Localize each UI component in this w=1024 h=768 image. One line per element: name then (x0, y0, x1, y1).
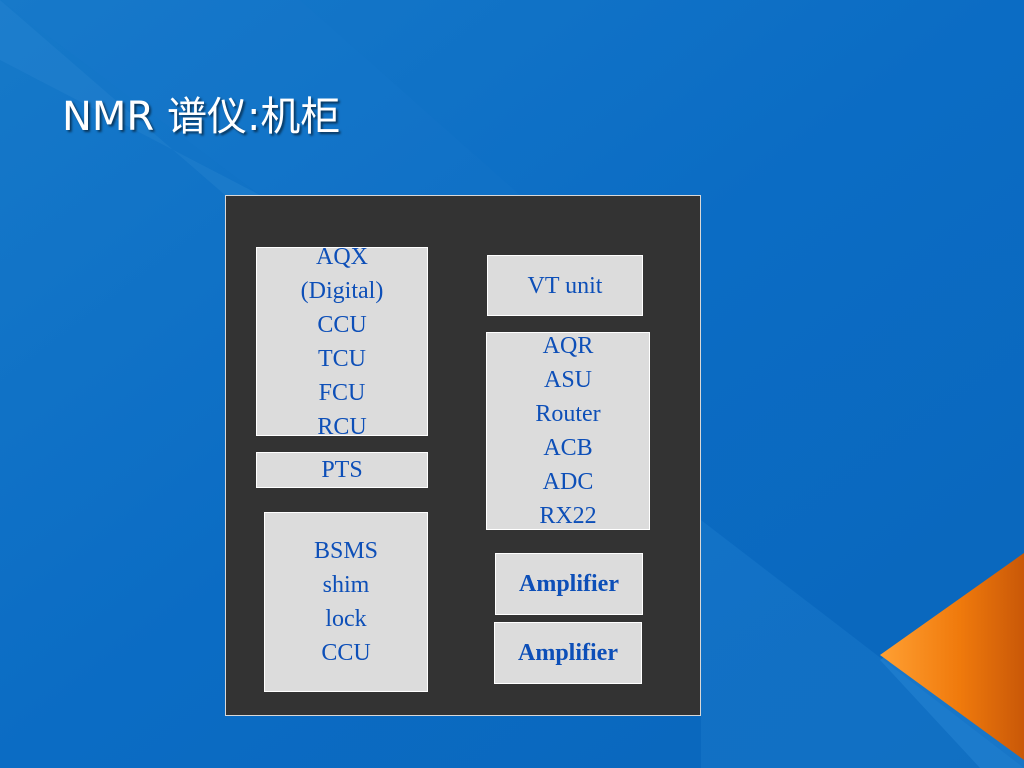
module-line: Amplifier (518, 640, 618, 666)
vt-unit-module: VT unit (487, 255, 643, 316)
module-line: RX22 (539, 503, 597, 529)
module-line: BSMS (313, 538, 379, 564)
module-line: AQR (542, 333, 594, 359)
cabinet-diagram: AQX (Digital) CCU TCU FCU RCU PTS BSMS s… (225, 195, 701, 716)
pts-module: PTS (256, 452, 428, 488)
module-line: TCU (318, 345, 366, 372)
bsms-module: BSMS shim lock CCU (264, 512, 428, 692)
slide-title: NMR 谱仪:机柜 (62, 94, 341, 140)
module-line: RCU (317, 413, 367, 440)
module-line: ACB (543, 435, 593, 461)
module-line: CCU (317, 311, 367, 338)
module-line: shim (322, 572, 370, 598)
module-line: PTS (321, 457, 363, 483)
amplifier-module-1: Amplifier (495, 553, 643, 615)
aqr-module: AQR ASU Router ACB ADC RX22 (486, 332, 650, 530)
module-line: Router (535, 401, 601, 427)
module-line: Amplifier (519, 571, 619, 597)
orange-accent-shape (880, 553, 1024, 760)
module-line: lock (325, 606, 367, 632)
module-line: FCU (318, 379, 366, 406)
module-line: (Digital) (300, 277, 384, 304)
module-line: VT unit (527, 272, 603, 299)
amplifier-module-2: Amplifier (494, 622, 642, 684)
module-line: AQX (316, 243, 368, 270)
module-line: CCU (321, 640, 371, 666)
module-line: ASU (543, 367, 592, 393)
module-line: ADC (542, 469, 594, 495)
aqx-module: AQX (Digital) CCU TCU FCU RCU (256, 244, 428, 440)
